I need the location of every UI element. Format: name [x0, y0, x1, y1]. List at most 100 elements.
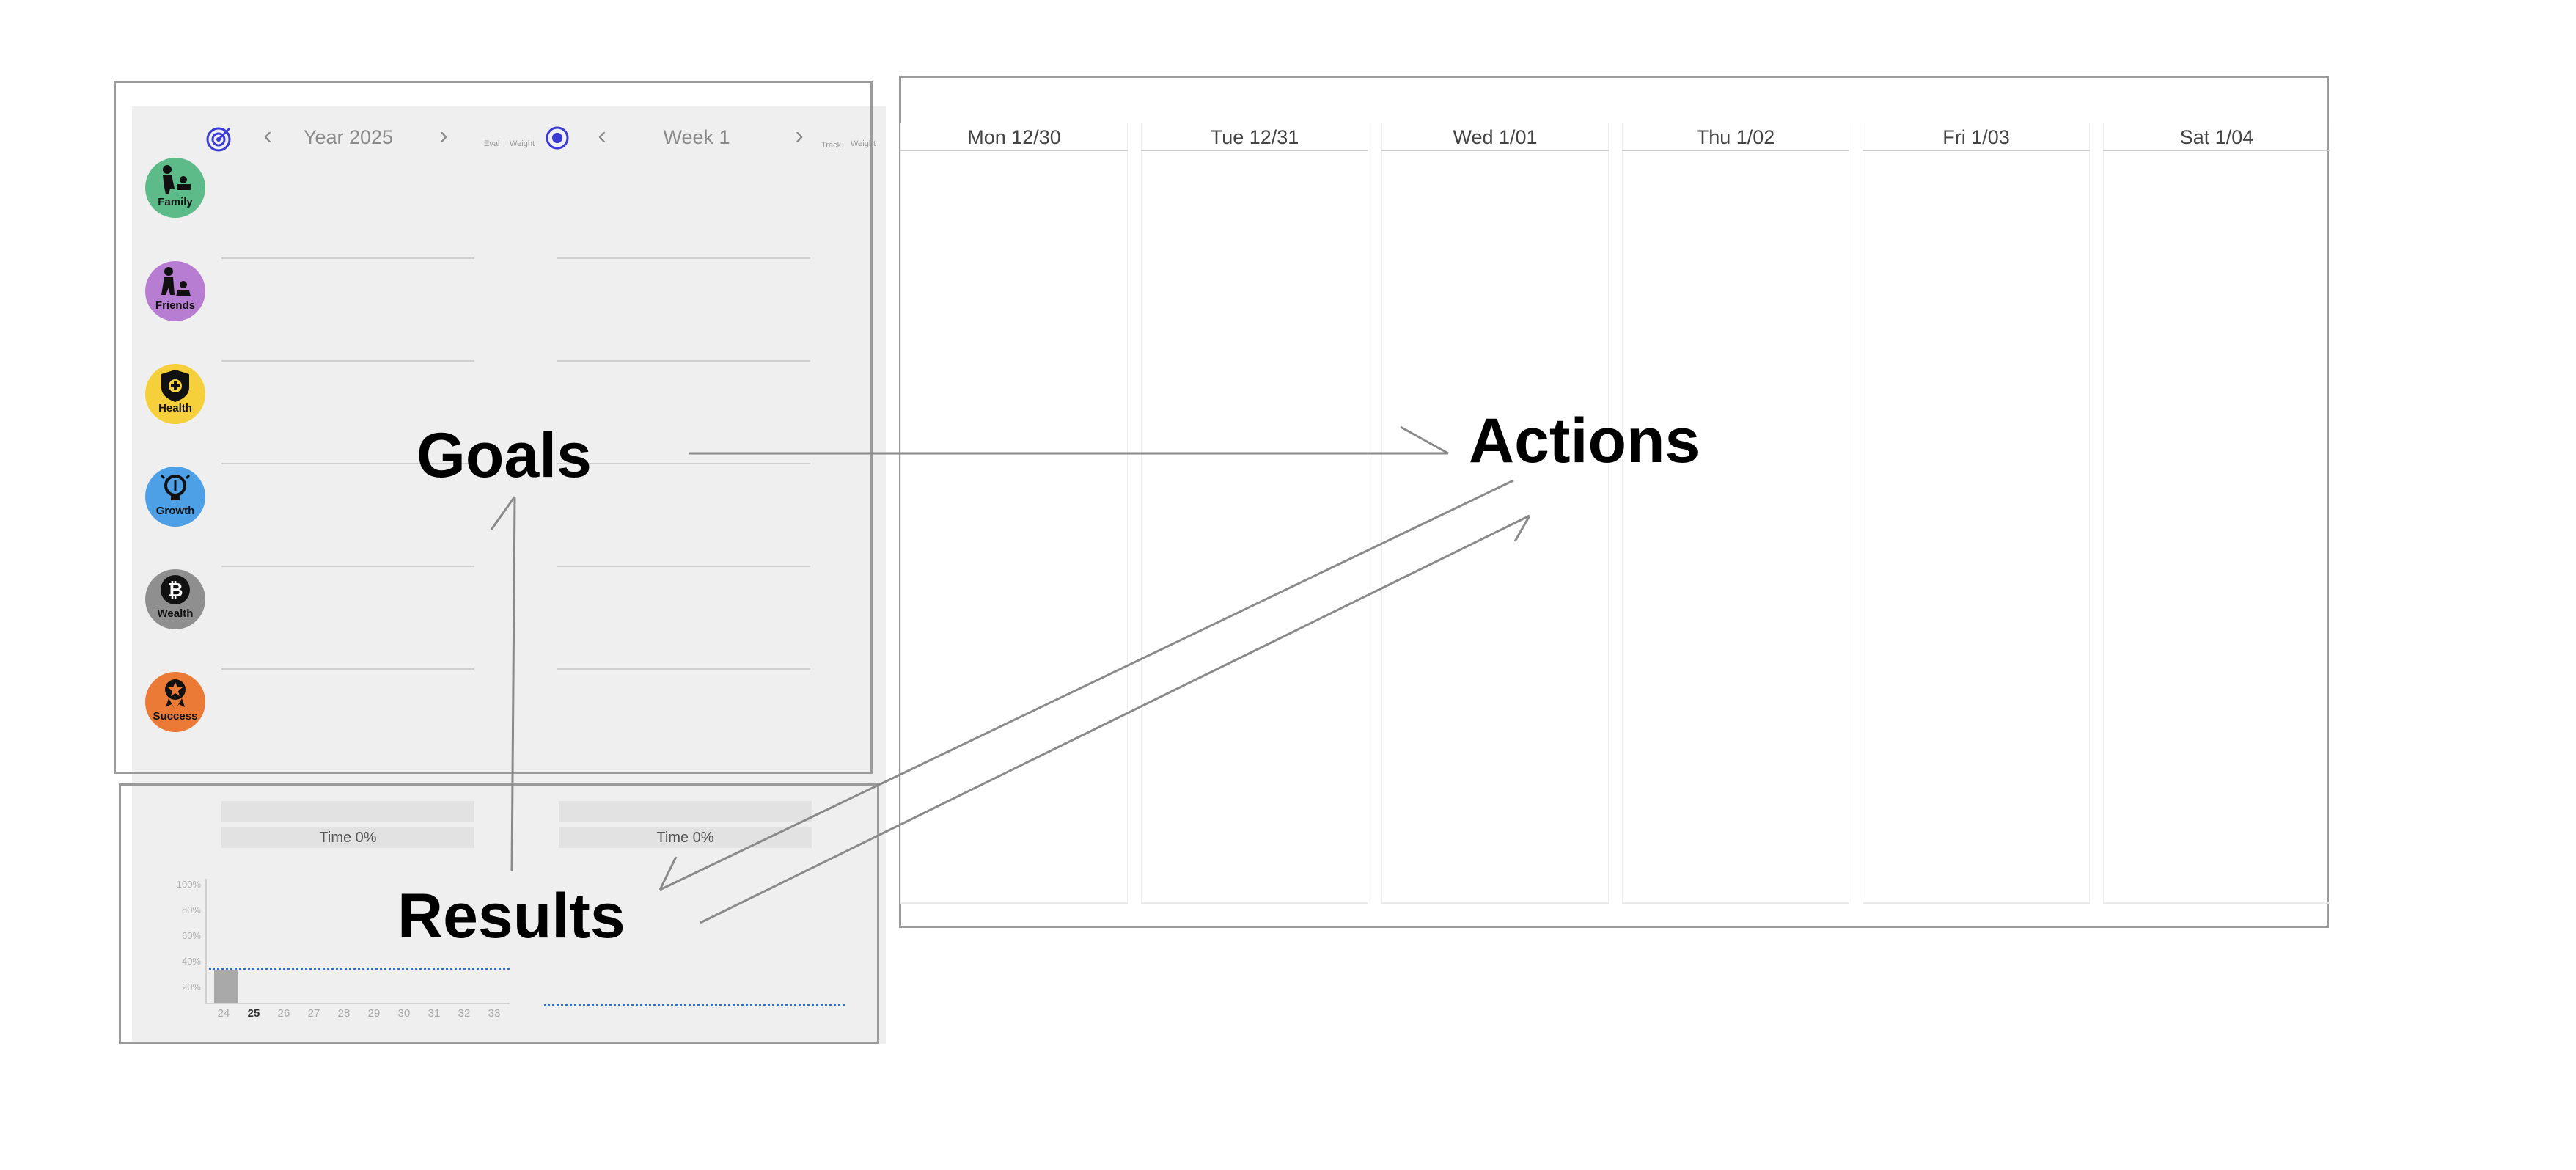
- y-axis-line: [205, 879, 207, 1003]
- year-target-line: [209, 968, 510, 970]
- day-header: Wed 1/01: [1453, 126, 1538, 148]
- category-label: Health: [158, 402, 192, 414]
- day-column-bottom: [1863, 902, 2090, 904]
- family-icon: [163, 165, 191, 194]
- arrow-head: [1400, 425, 1449, 455]
- category-label: Friends: [155, 299, 196, 312]
- day-column[interactable]: [1622, 123, 1849, 902]
- category-growth[interactable]: Growth: [145, 467, 205, 527]
- y-tick: 80%: [181, 904, 201, 915]
- day-column-bottom: [1141, 902, 1368, 904]
- x-tick: 27: [307, 1007, 320, 1020]
- day-header: Fri 1/03: [1942, 126, 2010, 148]
- x-tick: 33: [488, 1007, 501, 1020]
- results-to-actions-arrow-lower: [700, 514, 1530, 924]
- arrow-head: [658, 856, 678, 891]
- year-weight-label: Weight: [510, 139, 535, 148]
- friends-icon: [161, 267, 191, 296]
- y-tick: 60%: [181, 930, 201, 941]
- result-bar: [214, 969, 238, 1003]
- bitcoin-icon: ₿: [161, 575, 190, 604]
- week-row-divider: [557, 668, 810, 670]
- x-tick: 31: [428, 1007, 441, 1020]
- actions-frame: [899, 76, 2329, 928]
- results-frame: [119, 783, 879, 1044]
- day-column[interactable]: [2103, 123, 2330, 902]
- x-tick: 24: [217, 1007, 230, 1020]
- year-eval-label: Eval: [484, 139, 500, 148]
- year-row-divider: [221, 463, 474, 464]
- day-header-underline: [1141, 150, 1368, 151]
- growth-lightbulb-icon: [160, 474, 191, 500]
- week-row-divider: [557, 566, 810, 567]
- day-column[interactable]: [900, 123, 1128, 902]
- week-row-divider: [557, 257, 810, 259]
- year-next-button[interactable]: ›: [439, 122, 448, 150]
- category-friends[interactable]: Friends: [145, 261, 205, 321]
- year-row-divider: [221, 360, 474, 362]
- category-wealth[interactable]: ₿ Wealth: [145, 569, 205, 629]
- arrow-head: [490, 496, 516, 530]
- category-health[interactable]: Health: [145, 364, 205, 424]
- x-tick: 29: [367, 1007, 381, 1020]
- day-header-underline: [1622, 150, 1849, 151]
- week-track-label: Track: [821, 141, 842, 150]
- day-header: Thu 1/02: [1696, 126, 1775, 148]
- day-column[interactable]: [1381, 123, 1609, 902]
- day-header-underline: [1863, 150, 2090, 151]
- x-tick: 26: [277, 1007, 290, 1020]
- arrow-head: [1513, 515, 1531, 542]
- day-header-underline: [1381, 150, 1609, 151]
- year-row-divider: [221, 668, 474, 670]
- year-time-progress: Time 0%: [221, 827, 474, 848]
- day-column-bottom: [900, 902, 1128, 904]
- day-column-bottom: [2103, 902, 2330, 904]
- goals-frame: [114, 81, 873, 774]
- day-header-underline: [2103, 150, 2330, 151]
- category-success[interactable]: Success: [145, 672, 205, 732]
- actions-annotation: Actions: [1469, 406, 1700, 476]
- week-row-divider: [557, 463, 810, 464]
- health-shield-icon: [161, 370, 189, 402]
- category-label: Wealth: [157, 607, 194, 620]
- week-row-divider: [557, 360, 810, 362]
- day-header: Sat 1/04: [2179, 126, 2254, 148]
- day-column[interactable]: [1141, 123, 1368, 902]
- y-tick: 20%: [181, 981, 201, 992]
- year-prev-button[interactable]: ‹: [263, 122, 272, 150]
- year-progress-bar: [221, 801, 474, 822]
- y-tick: 100%: [176, 879, 201, 890]
- day-header: Mon 12/30: [967, 126, 1061, 148]
- day-column[interactable]: [1863, 123, 2090, 902]
- year-label: Year 2025: [303, 126, 394, 148]
- medal-icon: [165, 679, 186, 709]
- goals-panel-background: [132, 106, 886, 1044]
- day-header: Tue 12/31: [1210, 126, 1299, 148]
- category-label: Family: [158, 196, 193, 208]
- x-tick: 32: [458, 1007, 471, 1020]
- x-tick: 30: [397, 1007, 411, 1020]
- day-column-bottom: [1622, 902, 1849, 904]
- target-icon[interactable]: [205, 123, 235, 153]
- svg-text:₿: ₿: [167, 579, 183, 601]
- week-next-button[interactable]: ›: [795, 122, 804, 150]
- x-axis-line: [205, 1003, 510, 1004]
- week-progress-bar: [559, 801, 812, 822]
- x-tick: 25: [247, 1007, 260, 1020]
- week-weight-label: Weight: [851, 139, 876, 148]
- day-header-underline: [900, 150, 1128, 151]
- results-to-actions-arrow-upper: [659, 479, 1514, 891]
- week-prev-button[interactable]: ‹: [598, 122, 606, 150]
- results-annotation: Results: [397, 881, 625, 951]
- y-tick: 40%: [181, 956, 201, 967]
- week-label: Week 1: [663, 126, 730, 148]
- category-label: Growth: [155, 505, 195, 517]
- day-column-bottom: [1381, 902, 1609, 904]
- category-label: Success: [153, 710, 198, 723]
- x-tick: 28: [337, 1007, 351, 1020]
- goals-annotation: Goals: [417, 420, 592, 491]
- year-row-divider: [221, 257, 474, 259]
- week-target-icon[interactable]: [544, 125, 570, 151]
- category-family[interactable]: Family: [145, 158, 205, 218]
